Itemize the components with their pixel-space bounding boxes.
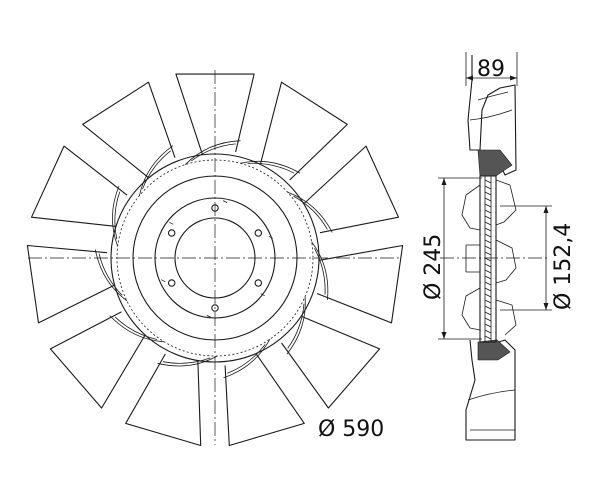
side-hub-tooth [484,323,492,328]
side-blade-mid [495,239,517,284]
bolt-hole [254,279,263,287]
inner-vane [287,191,333,233]
fan-blade [26,244,114,324]
side-hub-tooth [484,191,492,196]
inner-vane [109,315,165,343]
side-hub-tooth [484,257,492,262]
side-hub-tooth [484,299,492,304]
side-hub-tooth [484,251,492,256]
side-hub-tooth [484,215,492,220]
side-blade-top-curve [469,91,513,121]
side-hub-tooth [484,197,492,202]
bolt-hole [167,229,176,237]
inner-vane [112,185,121,247]
inner-vane [139,145,174,196]
side-hub-tooth [484,275,492,280]
side-hub-tooth [484,209,492,214]
bolt-hole [167,279,176,287]
fan-blade [316,244,404,324]
bore-dia-arrow-bottom [543,303,549,310]
side-section-upper [477,149,513,177]
inner-vane [157,355,218,367]
inner-vane [286,296,306,355]
bolt-mark [161,279,166,283]
side-blade-mid-lower [495,299,517,336]
side-blade-mid-upper [495,179,517,226]
side-hub-tooth [484,239,492,244]
side-hub-tooth [484,227,492,232]
bolt-mark [260,293,265,297]
side-hub-tooth [484,269,492,274]
fan-blade [224,354,305,447]
fan-blade [30,145,128,227]
hub-dia-arrow-bottom [441,332,447,339]
overall-diameter-label: Ø 590 [318,417,384,442]
side-hub-tooth [484,185,492,190]
side-blade-left-upper [461,184,481,231]
fan-front-view [26,70,404,447]
fan-blade [125,353,202,447]
bore-diameter-label: Ø 152,4 [551,223,576,310]
side-hub-tooth [484,293,492,298]
side-hub-tooth [484,311,492,316]
side-hub-tooth [484,287,492,292]
width-dimension-label: 89 [477,57,505,82]
bolt-hole [254,229,263,237]
inner-vane [240,160,301,174]
side-blade-left-lower [461,287,481,331]
fan-side-view [440,55,548,441]
side-hub-tooth [484,305,492,310]
side-hub-tooth [484,329,492,334]
side-hub-tooth [484,245,492,250]
side-hub-tooth [484,179,492,184]
inner-vane [184,140,241,165]
side-hub-tooth [484,281,492,286]
side-hub-tooth [484,317,492,322]
bolt-mark [222,200,228,203]
bolt-mark [268,235,273,239]
side-hub-tooth [484,233,492,238]
side-section-lower [477,339,511,361]
dimension-annotations: 89 Ø 245 Ø 152,4 Ø 590 [318,52,576,442]
fan-blade [260,81,348,181]
fan-blades [26,73,404,447]
side-blade-top [467,55,517,176]
bolt-mark [206,315,212,318]
side-blade-bottom-curve [467,389,516,431]
bolt-mark [169,221,174,225]
width-arrow-right [510,75,517,81]
side-hub-teeth [484,179,492,340]
fan-blade [49,311,146,409]
side-hub-tooth [484,335,492,340]
side-blade-bottom [465,339,516,441]
side-hub-tooth [484,263,492,268]
hub-bolt-holes [161,200,273,318]
bolt-hole [211,304,219,312]
side-hub-tooth [484,203,492,208]
fan-blade [304,145,400,234]
width-arrow-left [466,75,473,81]
inner-vane [223,339,271,379]
side-hub-body [479,175,497,343]
hub-dia-arrow-top [441,178,447,185]
side-flange [465,244,480,273]
inner-vane [311,241,329,300]
fan-blade [82,81,176,178]
fan-blade [281,316,381,409]
inner-vanes [94,140,333,379]
bore-dia-arrow-top [543,206,549,213]
hub-diameter-label: Ø 245 [421,234,446,300]
side-hub-tooth [484,221,492,226]
